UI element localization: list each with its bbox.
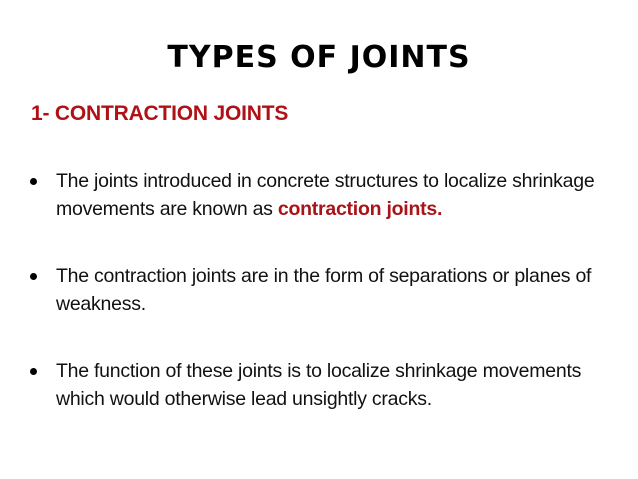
list-item-lead: The joints introduced in concrete struct… — [56, 170, 595, 220]
list-item-text: The contraction joints are in the form o… — [56, 263, 624, 318]
list-item-emphasis: contraction joints. — [277, 197, 443, 220]
list-item-lead: The function of these joints is to local… — [56, 360, 582, 410]
list-item: The joints introduced in concrete struct… — [24, 168, 624, 223]
list-item-text: The joints introduced in concrete struct… — [56, 168, 624, 223]
list-item: The contraction joints are in the form o… — [24, 263, 624, 318]
page-title: TYPES OF JOINTS — [167, 40, 471, 75]
bullet-dot-icon — [30, 368, 37, 375]
list-item: The function of these joints is to local… — [24, 358, 624, 413]
list-item-lead: The contraction joints are in the form o… — [56, 265, 592, 315]
bullet-dot-icon — [30, 273, 37, 280]
section-heading: 1- CONTRACTION JOINTS — [31, 102, 289, 125]
list-item-text: The function of these joints is to local… — [56, 358, 624, 413]
bullet-list: The joints introduced in concrete struct… — [24, 168, 624, 413]
bullet-dot-icon — [30, 178, 37, 185]
